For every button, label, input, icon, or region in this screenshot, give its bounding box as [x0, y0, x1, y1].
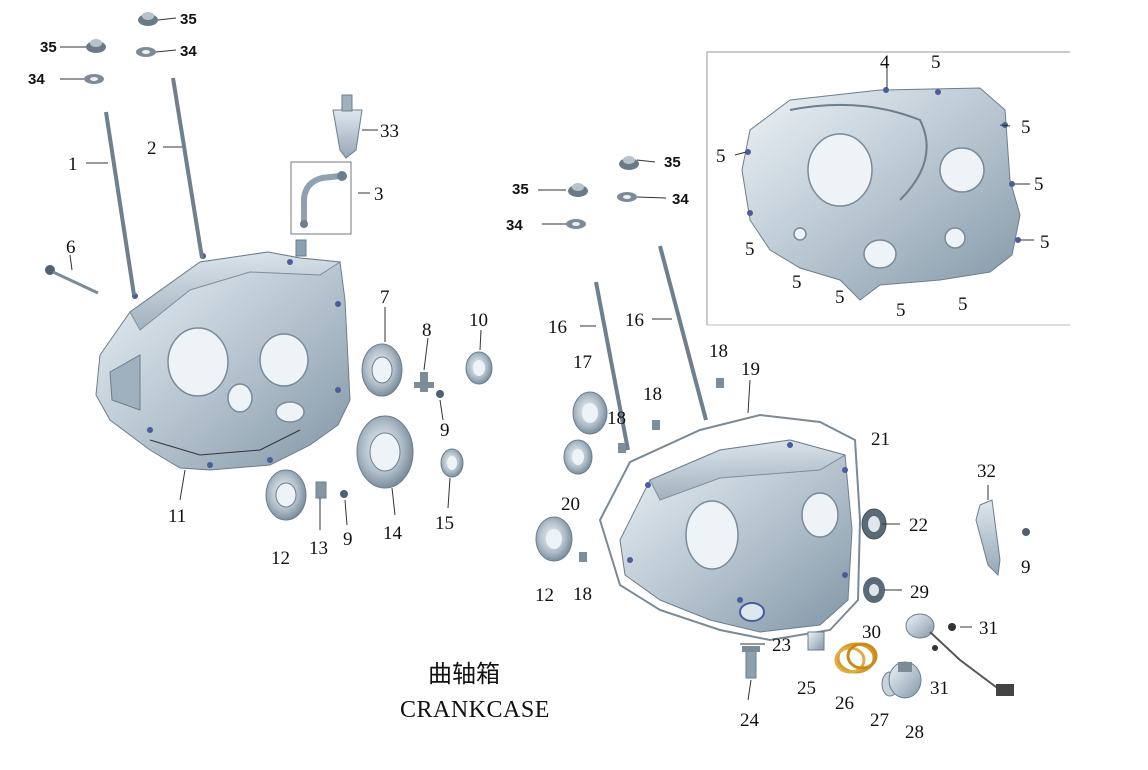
callout-12a: 12	[271, 548, 290, 569]
callout-32: 32	[977, 461, 996, 482]
callout-5b: 5	[716, 146, 726, 167]
callout-35c: 35	[664, 154, 681, 171]
callout-5i: 5	[896, 300, 906, 321]
breather-33	[332, 94, 363, 159]
callout-25: 25	[797, 678, 816, 699]
callout-28: 28	[905, 722, 924, 743]
bolt-31-b	[932, 645, 938, 651]
nut-washer-group-left	[84, 12, 158, 84]
callout-15: 15	[435, 513, 454, 534]
callout-23: 23	[772, 635, 791, 656]
part-23-24	[742, 646, 760, 679]
callout-5j: 5	[958, 294, 968, 315]
seal-22	[861, 508, 887, 540]
stud-bolt-2	[171, 77, 204, 259]
right-crankcase-half	[598, 413, 862, 642]
dowel-pins-18	[579, 378, 724, 562]
sensor-30	[905, 613, 1014, 696]
callout-35b: 35	[40, 39, 57, 56]
part-8	[414, 372, 434, 392]
callout-29: 29	[910, 582, 929, 603]
callout-6: 6	[66, 237, 76, 258]
left-crankcase-half	[95, 239, 351, 471]
callout-18a: 18	[709, 341, 728, 362]
nut-washer-group-right	[566, 156, 639, 229]
callout-31a: 31	[979, 618, 998, 639]
stud-bolt-1	[104, 111, 136, 296]
callout-21: 21	[871, 429, 890, 450]
bracket-32	[975, 499, 1001, 577]
callout-34b: 34	[28, 71, 45, 88]
callout-2: 2	[147, 138, 157, 159]
hose-3	[290, 161, 352, 235]
cap-28	[888, 661, 922, 699]
callout-10: 10	[469, 310, 488, 331]
seal-15	[440, 448, 464, 478]
bearing-12-right	[535, 516, 573, 562]
callout-8: 8	[422, 320, 432, 341]
callout-27: 27	[870, 710, 889, 731]
callout-5g: 5	[792, 272, 802, 293]
inset-box	[706, 51, 1070, 326]
callout-35a: 35	[180, 11, 197, 28]
bearing-20	[563, 439, 593, 475]
bolt-31-a	[948, 623, 956, 631]
callout-3: 3	[374, 184, 384, 205]
bearing-7	[361, 343, 403, 397]
callout-5h: 5	[835, 287, 845, 308]
bearing-17	[572, 391, 608, 435]
bearing-14	[356, 415, 414, 489]
callout-16b: 16	[625, 310, 644, 331]
right-case-interior-view	[741, 87, 1021, 301]
callout-labels: 1 2 3 4 5 5 5 5 5 5 5 5 5 5 6 7 8 9 9 9 …	[28, 11, 1050, 743]
callout-5e: 5	[1040, 232, 1050, 253]
callout-18c: 18	[607, 408, 626, 429]
callout-26: 26	[835, 693, 854, 714]
callout-35d: 35	[512, 181, 529, 198]
callout-14: 14	[383, 523, 403, 544]
callout-13: 13	[309, 538, 328, 559]
bolt-9	[340, 390, 1030, 536]
callout-34c: 34	[672, 191, 689, 208]
callout-4: 4	[880, 52, 890, 73]
callout-9b: 9	[343, 529, 353, 550]
callout-9c: 9	[1021, 557, 1031, 578]
callout-18b: 18	[643, 384, 662, 405]
callout-24: 24	[740, 710, 760, 731]
callout-19: 19	[741, 359, 760, 380]
callout-16a: 16	[548, 317, 567, 338]
callout-18d: 18	[573, 584, 592, 605]
callout-11: 11	[168, 506, 186, 527]
callout-31b: 31	[930, 678, 949, 699]
callout-33: 33	[380, 121, 399, 142]
title-english: CRANKCASE	[400, 697, 550, 723]
callout-30: 30	[862, 622, 881, 643]
bearing-12-left	[265, 469, 307, 521]
part-13	[315, 481, 327, 499]
callout-1: 1	[68, 154, 78, 175]
callout-5c: 5	[1021, 117, 1031, 138]
callout-20: 20	[561, 494, 580, 515]
callout-5d: 5	[1034, 174, 1044, 195]
callout-22: 22	[909, 515, 928, 536]
callout-9a: 9	[440, 420, 450, 441]
callout-12b: 12	[535, 585, 554, 606]
bearing-10	[465, 351, 493, 385]
seal-29	[863, 577, 885, 603]
callout-5a: 5	[931, 52, 941, 73]
title-chinese: 曲轴箱	[428, 660, 500, 688]
callout-5f: 5	[745, 239, 755, 260]
callout-34d: 34	[506, 217, 523, 234]
callout-7: 7	[380, 287, 390, 308]
bolt-6	[45, 265, 99, 295]
callout-34a: 34	[180, 43, 197, 60]
callout-17: 17	[573, 352, 592, 373]
spring-26	[834, 642, 878, 674]
leader-lines	[60, 17, 1034, 701]
stud-bolts-16	[594, 245, 708, 451]
plug-25	[807, 631, 825, 651]
